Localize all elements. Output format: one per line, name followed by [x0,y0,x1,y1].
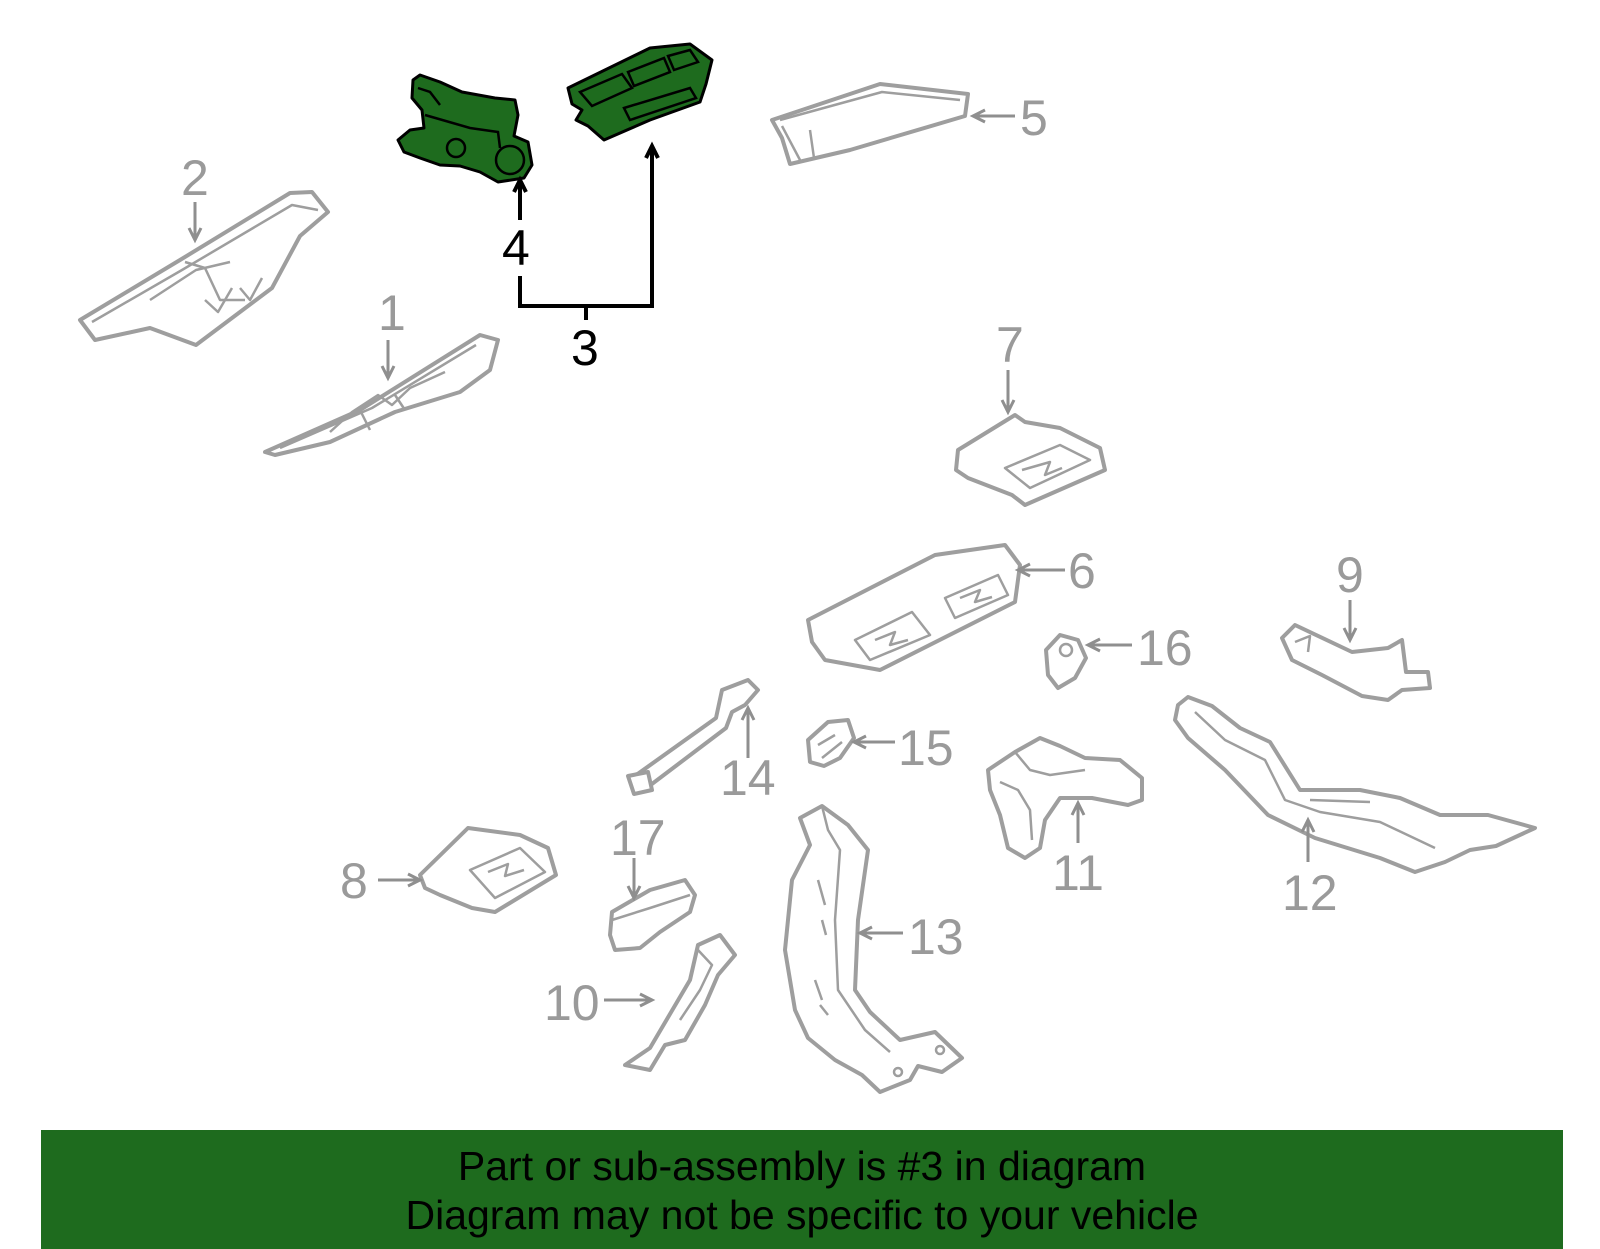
banner-line-1: Part or sub-assembly is #3 in diagram [457,1143,1147,1189]
leader-lines [187,108,1358,1008]
callout-10: 10 [544,975,600,1031]
part-2-duct[interactable] [78,190,330,347]
callout-9: 9 [1336,547,1364,603]
part-14-rod[interactable] [626,678,760,796]
callout-17: 17 [610,810,666,866]
part-15-clip[interactable] [806,718,856,768]
leader-lines-highlight [512,141,660,320]
callout-13: 13 [908,909,964,965]
part-1-duct[interactable] [263,333,500,457]
part-13-duct[interactable] [783,804,964,1094]
callout-16: 16 [1137,620,1193,676]
part-7-vent[interactable] [954,413,1107,507]
callout-11: 11 [1052,845,1104,901]
callout-6: 6 [1068,543,1096,599]
banner-line-2: Diagram may not be specific to your vehi… [405,1192,1199,1238]
callout-5: 5 [1020,90,1048,146]
callout-4: 4 [502,220,530,276]
callout-8: 8 [340,853,368,909]
part-12-duct[interactable] [1173,695,1537,874]
part-5-box-duct[interactable] [770,82,970,166]
part-3-vent-frame[interactable] [566,42,714,142]
part-4-actuator[interactable] [396,73,534,184]
part-16-grommet[interactable] [1044,633,1088,690]
callout-12: 12 [1282,865,1338,921]
part-10-bracket[interactable] [623,933,737,1072]
part-8-vent[interactable] [418,826,558,914]
callout-3: 3 [571,320,599,376]
callout-14: 14 [720,750,776,806]
callout-2: 2 [181,150,209,206]
part-6-vent[interactable] [806,543,1022,672]
info-banner: Part or sub-assembly is #3 in diagram Di… [41,1130,1563,1249]
part-17-clip[interactable] [608,878,697,952]
part-11-duct[interactable] [986,736,1144,860]
callout-7: 7 [996,317,1024,373]
callout-15: 15 [898,720,954,776]
callout-1: 1 [378,285,406,341]
part-9-bracket[interactable] [1280,623,1432,702]
